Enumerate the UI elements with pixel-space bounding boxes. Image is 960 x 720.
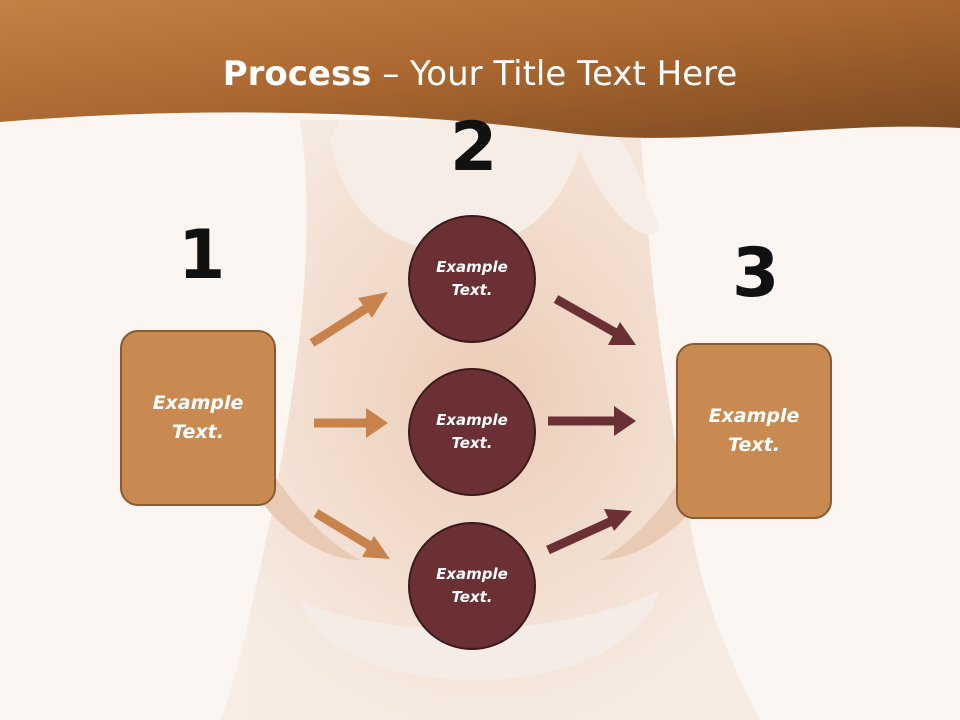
right-step-box: Example Text. — [676, 343, 832, 519]
step-number-3: 3 — [732, 234, 780, 313]
circle-middle: Example Text. — [408, 368, 536, 496]
arrows-in — [309, 292, 390, 559]
arrow-in-bottom — [313, 509, 390, 559]
step-number-2: 2 — [450, 108, 498, 187]
left-step-box: Example Text. — [120, 330, 276, 506]
arrows-out — [546, 295, 636, 555]
arrow-in-middle — [314, 408, 388, 438]
arrow-out-middle — [548, 406, 636, 436]
header-band — [0, 0, 960, 138]
arrow-in-top — [309, 292, 388, 347]
title-rest: – Your Title Text Here — [371, 54, 738, 94]
circle-top: Example Text. — [408, 215, 536, 343]
arrow-out-top — [553, 295, 636, 345]
circle-bottom: Example Text. — [408, 522, 536, 650]
slide-title: Process – Your Title Text Here — [0, 52, 960, 96]
title-bold: Process — [222, 54, 372, 94]
arrow-out-bottom — [546, 509, 632, 555]
step-number-1: 1 — [178, 216, 226, 295]
